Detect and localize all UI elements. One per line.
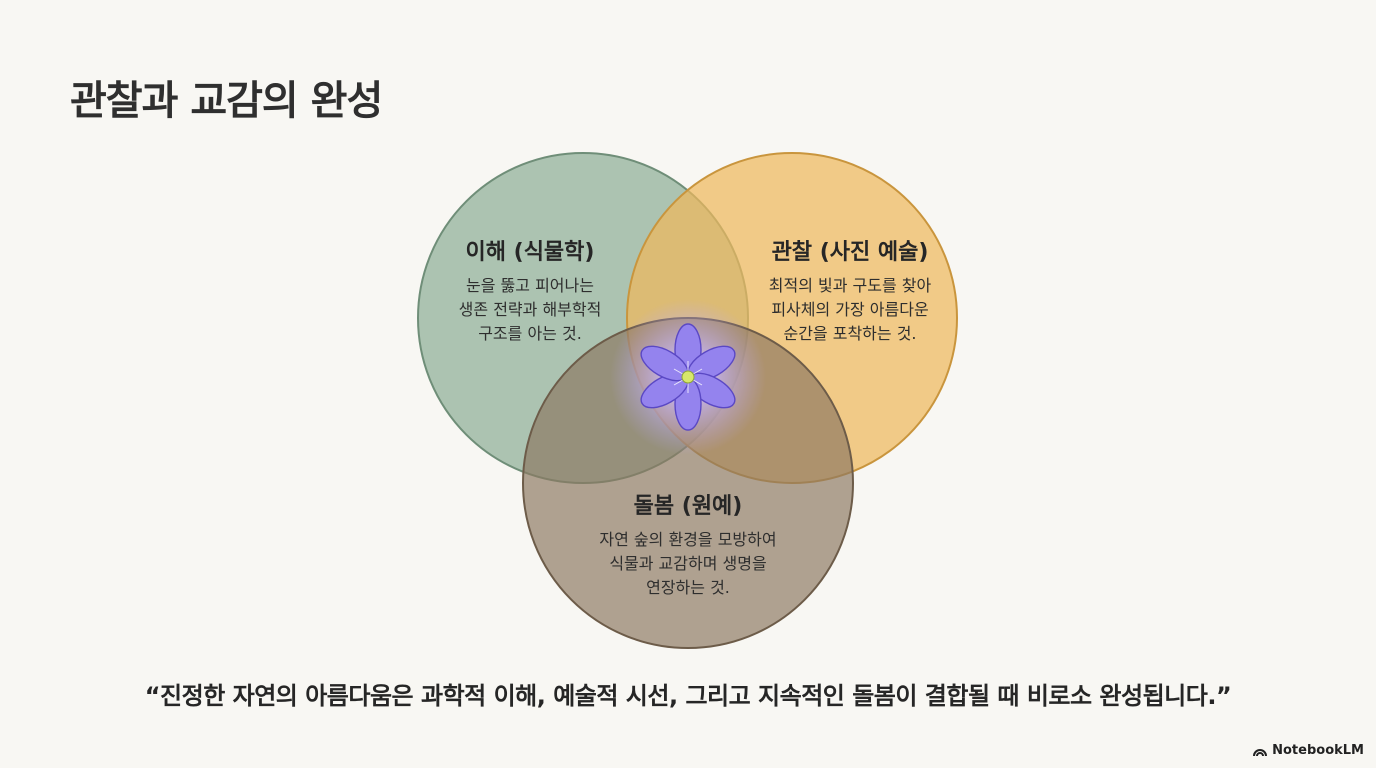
circle-observation-line-1: 최적의 빛과 구도를 찾아 — [768, 276, 932, 295]
brand-badge: NotebookLM — [1252, 743, 1364, 758]
circle-observation-line-3: 순간을 포착하는 것. — [783, 324, 917, 343]
circle-care-line-3: 연장하는 것. — [646, 578, 730, 597]
slide-title: 관찰과 교감의 완성 — [70, 78, 383, 124]
circle-understanding-title: 이해 (식물학) — [465, 240, 595, 265]
closing-quote: “진정한 자연의 아름다움은 과학적 이해, 예술적 시선, 그리고 지속적인 … — [144, 682, 1232, 710]
circle-understanding-line-2: 생존 전략과 해부학적 — [458, 300, 602, 319]
circle-understanding-text: 이해 (식물학) 눈을 뚫고 피어나는 생존 전략과 해부학적 구조를 아는 것… — [430, 234, 630, 346]
purple-flower-icon — [640, 323, 736, 431]
circle-observation-text: 관찰 (사진 예술) 최적의 빛과 구도를 찾아 피사체의 가장 아름다운 순간… — [730, 234, 970, 346]
circle-care-line-2: 식물과 교감하며 생명을 — [609, 554, 767, 573]
notebooklm-logo-icon — [1253, 748, 1268, 756]
circle-care-line-1: 자연 숲의 환경을 모방하여 — [599, 530, 777, 549]
circle-observation-title: 관찰 (사진 예술) — [771, 240, 929, 265]
circle-care-text: 돌봄 (원예) 자연 숲의 환경을 모방하여 식물과 교감하며 생명을 연장하는… — [568, 488, 808, 600]
circle-care-title: 돌봄 (원예) — [633, 494, 743, 519]
brand-label: NotebookLM — [1272, 743, 1364, 758]
circle-understanding-line-1: 눈을 뚫고 피어나는 — [466, 276, 594, 295]
circle-understanding-line-3: 구조를 아는 것. — [478, 324, 582, 343]
circle-observation-line-2: 피사체의 가장 아름다운 — [771, 300, 929, 319]
